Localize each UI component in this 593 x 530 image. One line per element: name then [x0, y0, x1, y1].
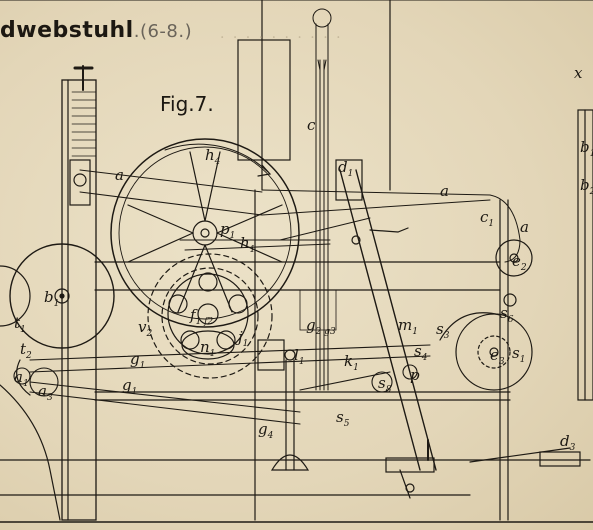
label-p1: p1 — [220, 220, 236, 241]
label-a-far-right: a — [520, 218, 529, 236]
heddle-frame — [299, 8, 337, 391]
label-t2: t2 — [20, 340, 32, 361]
label-d1: d1 — [338, 158, 354, 179]
label-b2-right: b2 — [580, 176, 593, 197]
tension-screw — [69, 65, 97, 206]
label-h4: h4 — [205, 146, 221, 167]
label-s6: s6 — [500, 304, 514, 325]
label-b1: b1 — [44, 288, 60, 309]
gear-wheel-dashed — [147, 253, 273, 379]
label-n1: n1 — [200, 338, 216, 359]
title-subtitle: .(6-8.) — [133, 21, 193, 42]
label-s4: s4 — [414, 342, 428, 363]
label-a3: a3 — [38, 382, 53, 403]
label-s8: s8 — [378, 374, 392, 395]
label-g1-bottom: g1 — [122, 376, 138, 397]
label-g1-top: g1 — [130, 350, 146, 371]
cloth-drape — [0, 359, 61, 521]
label-a-top: a — [115, 166, 124, 184]
label-e2: e2 — [512, 252, 527, 273]
label-p: p — [410, 366, 420, 384]
label-k1: k1 — [344, 352, 359, 373]
cam-wheel — [167, 272, 249, 360]
label-d3: d3 — [560, 432, 576, 453]
label-g2-g3: g2 g3 — [306, 316, 336, 337]
label-c1: c1 — [480, 208, 495, 229]
label-g4: g4 — [258, 420, 274, 441]
centre-column — [257, 339, 310, 471]
label-c: c — [307, 116, 316, 134]
label-m1: m1 — [398, 316, 418, 337]
label-e3: e3 — [490, 346, 505, 367]
flywheel-h4 — [110, 138, 300, 328]
page-title: dwebstuhl.(6-8.) — [0, 18, 192, 43]
label-f1-f2: f1 f2 — [190, 306, 214, 327]
label-l1: l1 — [294, 346, 305, 367]
label-h1: h1 — [240, 234, 256, 255]
treadle-d3 — [385, 439, 581, 499]
label-x: x — [574, 64, 583, 82]
treadle-levers — [13, 344, 431, 425]
title-text: dwebstuhl — [0, 18, 134, 43]
label-s5: s5 — [336, 408, 350, 429]
background-bleed-text: · · · · · · · · · · — [220, 30, 343, 46]
warp-threads — [79, 169, 521, 263]
warp-beam-b1 — [0, 243, 115, 349]
batten-d1 — [335, 159, 437, 471]
right-rollers — [439, 239, 533, 391]
label-b1-right: b1 — [580, 138, 593, 159]
label-a-right: a — [440, 182, 449, 200]
label-t1: t1 — [14, 314, 26, 335]
label-v2: v2 — [138, 318, 153, 339]
label-s1: s1 — [512, 344, 526, 365]
label-s3: s3 — [436, 320, 450, 341]
label-j1: j1 — [238, 328, 249, 349]
label-a1: a1 — [14, 368, 29, 389]
figure-label: Fig.7. — [160, 92, 214, 116]
